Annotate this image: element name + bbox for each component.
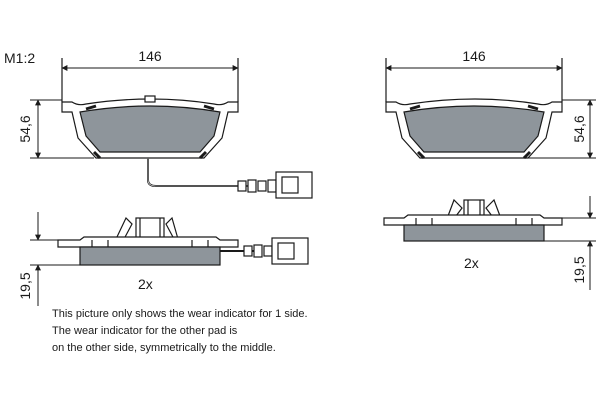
- left-pad-side-view: [57, 216, 309, 266]
- right-thickness-value: 19,5: [571, 256, 587, 283]
- right-side-friction-pad: [403, 224, 545, 242]
- right-height-dimension: 54,6: [528, 99, 596, 159]
- left-friction-pad: [79, 105, 221, 153]
- left-thickness-dimension: 19,5: [17, 212, 80, 306]
- scale-label: M1:2: [4, 50, 35, 66]
- left-thickness-value: 19,5: [17, 272, 33, 299]
- left-side-friction-pad: [79, 246, 221, 266]
- right-quantity: 2x: [464, 255, 479, 271]
- wear-indicator-note: This picture only shows the wear indicat…: [52, 306, 472, 357]
- note-line-3: on the other side, symmetrically to the …: [52, 342, 276, 354]
- left-width-value: 146: [138, 48, 162, 64]
- right-friction-pad: [403, 105, 545, 153]
- left-height-value: 54,6: [17, 115, 33, 142]
- left-height-dimension: 54,6: [17, 99, 94, 159]
- right-width-dimension: 146: [385, 48, 563, 71]
- left-wear-wire: [147, 158, 250, 187]
- left-quantity: 2x: [138, 276, 153, 292]
- left-pad-front-view: [61, 58, 313, 199]
- left-width-dimension: 146: [61, 48, 239, 71]
- right-pad-side-view: [383, 198, 563, 242]
- right-thickness-dimension: 19,5: [544, 196, 596, 290]
- right-pad-front-view: [385, 58, 563, 160]
- right-height-value: 54,6: [571, 115, 587, 142]
- note-line-2: The wear indicator for the other pad is: [52, 325, 238, 337]
- right-side-backing-plate: [383, 214, 563, 226]
- note-line-1: This picture only shows the wear indicat…: [52, 308, 308, 320]
- left-side-backing-plate: [57, 236, 239, 248]
- right-width-value: 146: [462, 48, 486, 64]
